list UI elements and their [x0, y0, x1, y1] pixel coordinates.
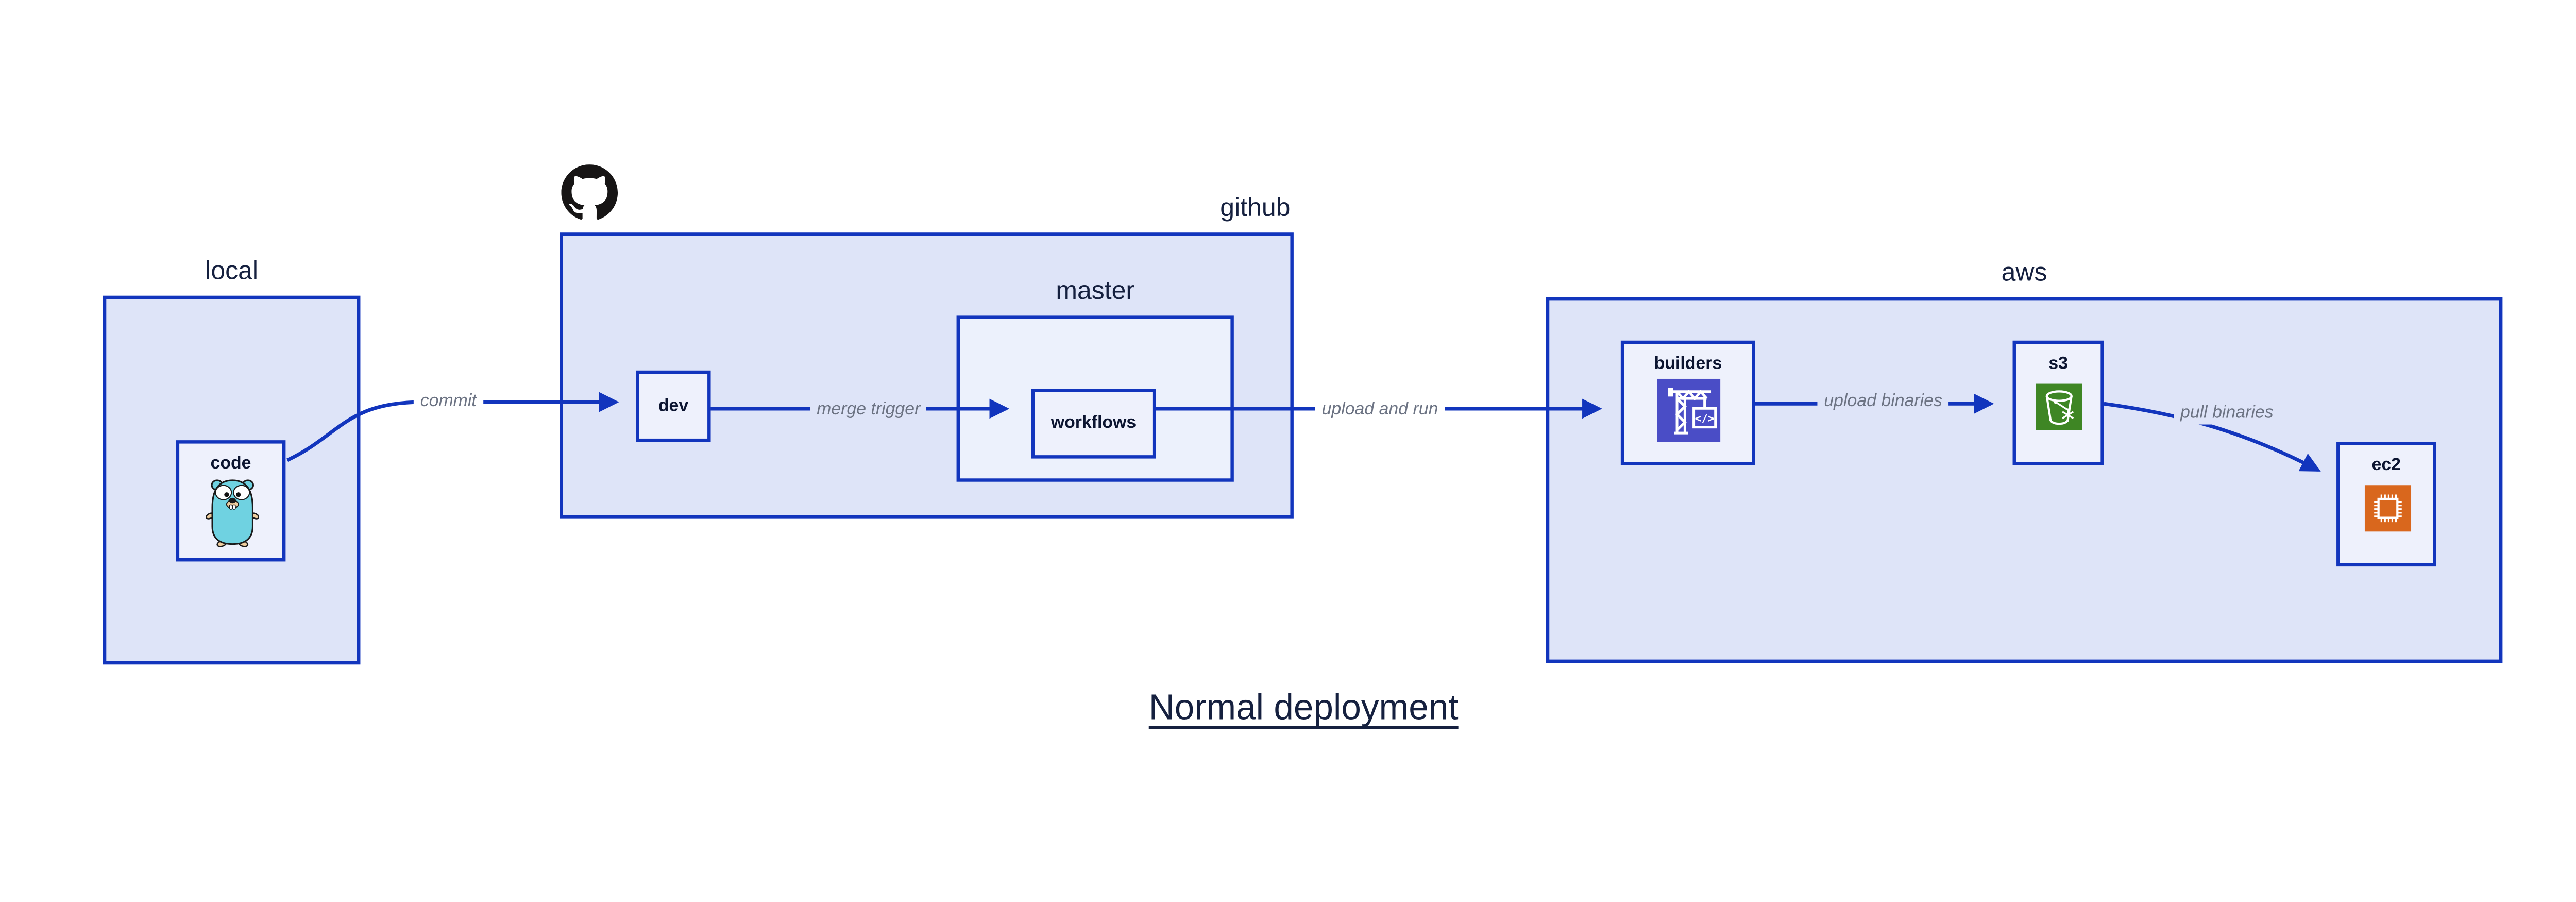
diagram-title: Normal deployment [1148, 688, 1459, 728]
ec2-node: ec2 [2336, 442, 2436, 567]
edge-label-pull-binaries: pull binaries [2174, 403, 2280, 425]
s3-glacier-bucket-icon [2036, 383, 2082, 430]
dev-node-label: dev [658, 395, 689, 415]
edge-label-upload-binaries: upload binaries [1817, 391, 1949, 413]
go-gopher-icon [206, 479, 259, 547]
workflows-node-label: workflows [1050, 412, 1137, 433]
ec2-chip-icon [2364, 485, 2412, 532]
crane-code-glyph: </> [1695, 412, 1715, 425]
codebuild-crane-icon: </> [1657, 378, 1721, 442]
s3-node-label: s3 [2048, 354, 2069, 374]
code-node: code [176, 440, 286, 562]
edge-label-merge-trigger: merge trigger [810, 399, 927, 422]
s3-node: s3 [2012, 340, 2104, 465]
github-container-label: github [1220, 194, 1291, 223]
dev-node: dev [636, 370, 711, 442]
builders-node-label: builders [1654, 354, 1722, 374]
local-container-label: local [205, 257, 259, 286]
master-container-label: master [1056, 277, 1135, 306]
ec2-node-label: ec2 [2371, 455, 2401, 475]
workflows-node: workflows [1031, 389, 1156, 459]
github-octocat-icon [561, 164, 618, 220]
aws-container-label: aws [2001, 259, 2047, 288]
code-node-label: code [210, 453, 251, 474]
edge-label-commit: commit [413, 391, 483, 413]
edge-label-upload-and-run: upload and run [1315, 399, 1445, 422]
builders-node: builders </> [1620, 340, 1755, 465]
